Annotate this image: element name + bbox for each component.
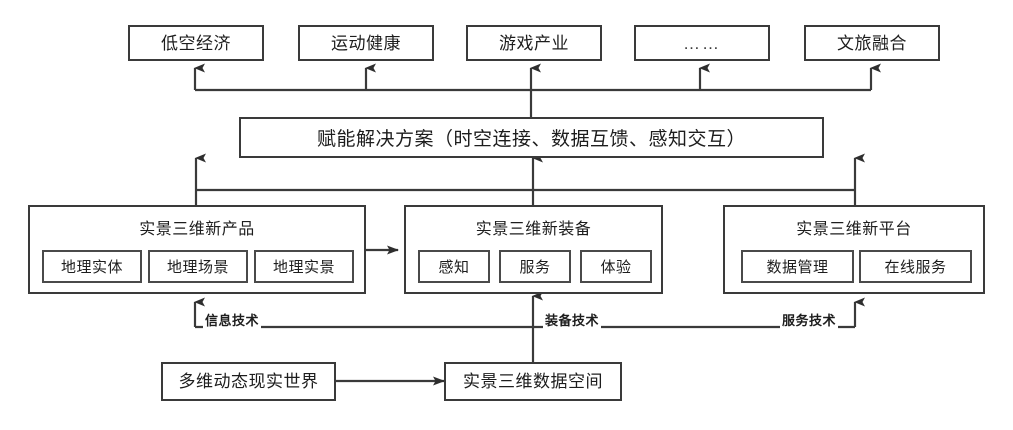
chip-label: 在线服务 <box>884 259 947 276</box>
technology-label-service: 服务技术 <box>780 310 839 329</box>
chip-data-management[interactable]: 数据管理 <box>741 250 854 283</box>
panel-title-new-platform: 实景三维新平台 <box>796 221 912 238</box>
chip-service[interactable]: 服务 <box>499 250 571 283</box>
application-box-culture-tourism[interactable]: 文旅融合 <box>804 25 940 61</box>
application-box-sports-health[interactable]: 运动健康 <box>298 25 434 61</box>
chip-label: 地理场景 <box>166 259 229 276</box>
foundation-label: 多维动态现实世界 <box>178 372 319 391</box>
chip-geo-entity[interactable]: 地理实体 <box>42 250 142 283</box>
application-box-low-altitude-economy[interactable]: 低空经济 <box>128 25 264 61</box>
ellipsis-label: …… <box>683 33 721 53</box>
capability-panel-new-equipment[interactable]: 实景三维新装备 感知 服务 体验 <box>404 205 663 294</box>
application-label: 低空经济 <box>161 33 231 53</box>
chip-label: 服务 <box>519 259 551 276</box>
chip-experience[interactable]: 体验 <box>580 250 652 283</box>
chip-online-service[interactable]: 在线服务 <box>859 250 972 283</box>
chip-label: 地理实体 <box>60 259 123 276</box>
solution-banner-label: 赋能解决方案（时空连接、数据互馈、感知交互） <box>316 129 746 150</box>
foundation-label: 实景三维数据空间 <box>463 372 603 391</box>
chip-label: 感知 <box>438 259 470 276</box>
capability-panel-new-platform[interactable]: 实景三维新平台 数据管理 在线服务 <box>723 205 985 294</box>
application-box-game-industry[interactable]: 游戏产业 <box>466 25 602 61</box>
technology-label-equipment: 装备技术 <box>543 310 602 329</box>
panel-title-new-products: 实景三维新产品 <box>139 221 255 238</box>
panel-title-new-equipment: 实景三维新装备 <box>475 221 592 238</box>
application-box-more-ellipsis[interactable]: …… <box>634 25 770 61</box>
application-label: 文旅融合 <box>837 33 907 53</box>
chip-geo-reality[interactable]: 地理实景 <box>254 250 354 283</box>
application-label: 运动健康 <box>331 33 401 53</box>
chip-perception[interactable]: 感知 <box>418 250 490 283</box>
foundation-box-real-world[interactable]: 多维动态现实世界 <box>161 362 336 401</box>
chip-geo-scene[interactable]: 地理场景 <box>148 250 248 283</box>
solution-banner[interactable]: 赋能解决方案（时空连接、数据互馈、感知交互） <box>239 117 824 158</box>
capability-panel-new-products[interactable]: 实景三维新产品 地理实体 地理场景 地理实景 <box>28 205 366 294</box>
foundation-box-data-space[interactable]: 实景三维数据空间 <box>444 362 622 401</box>
application-label: 游戏产业 <box>499 33 569 53</box>
technology-label-information: 信息技术 <box>203 310 262 329</box>
chip-label: 地理实景 <box>272 259 335 276</box>
chip-label: 体验 <box>600 259 632 276</box>
chip-label: 数据管理 <box>766 259 829 276</box>
